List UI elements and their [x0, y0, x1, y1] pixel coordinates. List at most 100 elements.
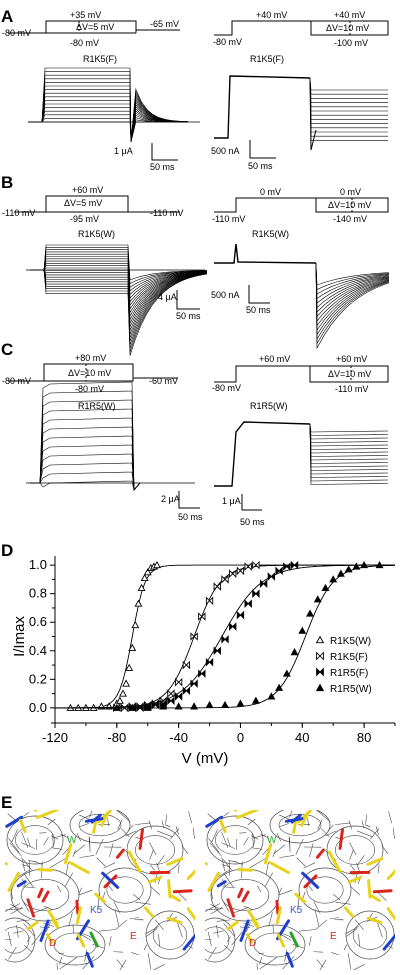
data-point	[198, 612, 206, 621]
panel-c-left-scalebar	[178, 491, 200, 509]
mesh-line	[8, 946, 17, 960]
mesh-contour	[152, 920, 188, 950]
atom-stick	[218, 818, 227, 834]
atom-stick	[138, 828, 144, 850]
mesh-line	[59, 961, 72, 970]
data-point	[221, 575, 229, 584]
x-tick-label: 80	[357, 730, 371, 745]
atom-stick	[5, 861, 8, 866]
mesh-line	[334, 822, 351, 825]
atom-stick	[216, 880, 227, 888]
panel-c-right-traces	[214, 421, 389, 487]
tail-trace	[315, 262, 390, 295]
atom-stick	[26, 898, 36, 918]
y-tick-label: 0.8	[29, 586, 47, 601]
tail-trace	[309, 423, 389, 485]
mesh-line	[259, 956, 263, 965]
legend-entry: R1R5(W)	[330, 684, 372, 695]
mesh-line	[32, 907, 49, 914]
mesh-line	[296, 857, 306, 867]
data-point	[244, 562, 252, 571]
atom-stick	[39, 919, 50, 942]
mesh-line	[193, 827, 195, 840]
mesh-line	[143, 944, 148, 951]
mesh-line	[205, 879, 206, 881]
mesh-line	[165, 814, 168, 824]
panel-b-letter: B	[1, 173, 13, 192]
tail-trace	[315, 262, 390, 313]
data-point	[298, 626, 307, 634]
tail-trace	[309, 77, 388, 91]
residue-label: D	[49, 938, 56, 949]
mesh-line	[222, 901, 230, 912]
data-point	[229, 622, 237, 631]
mesh-line	[309, 936, 312, 946]
mesh-line	[52, 834, 67, 839]
mesh-line	[22, 859, 32, 871]
data-point	[143, 568, 152, 576]
mesh-line	[76, 832, 81, 842]
tail-trace	[127, 272, 208, 325]
mesh-line	[325, 830, 337, 837]
data-point	[236, 610, 245, 620]
mesh-line	[345, 926, 360, 934]
tail-trace	[315, 262, 390, 331]
tail-trace	[315, 262, 390, 322]
mesh-line	[156, 855, 165, 866]
mesh-line	[109, 843, 114, 857]
data-point	[137, 583, 146, 591]
data-point	[190, 632, 198, 641]
mesh-line	[315, 919, 328, 930]
mesh-line	[150, 886, 161, 896]
tail-trace	[309, 423, 389, 443]
mesh-line	[252, 833, 254, 847]
tail-trace	[309, 77, 388, 141]
atom-stick	[5, 815, 24, 828]
mesh-line	[252, 834, 267, 839]
panel-c-right-protocol	[214, 365, 389, 383]
tail-trace	[315, 262, 390, 318]
mesh-line	[149, 864, 155, 871]
atom-stick	[143, 906, 155, 918]
panel-a-left-scale-x: 50 ms	[150, 162, 175, 172]
mesh-line	[5, 908, 24, 911]
panel-a-left-tail: -65 mV	[150, 19, 179, 29]
data-point	[167, 696, 175, 706]
atom-stick	[236, 810, 260, 820]
mesh-line	[56, 963, 58, 970]
atom-stick	[127, 850, 142, 873]
mesh-line	[307, 818, 309, 827]
data-point	[315, 683, 325, 692]
data-point	[190, 679, 198, 688]
panel-b-right-protocol	[214, 197, 389, 213]
legend: R1K5(W)R1K5(F)R1R5(F)R1R5(W)	[315, 635, 372, 695]
mesh-line	[279, 823, 289, 828]
panel-a-left-scale-y: 1 μA	[114, 146, 133, 156]
mesh-line	[232, 907, 249, 914]
mesh-line	[88, 837, 91, 853]
data-point	[252, 589, 260, 598]
mesh-line	[205, 908, 224, 911]
legend-entry: R1K5(W)	[330, 636, 371, 647]
panel-b-left-step: ΔV=5 mV	[64, 198, 102, 208]
mesh-line	[178, 864, 180, 873]
panel-c-right-scalebar	[241, 494, 262, 511]
mesh-line	[231, 932, 243, 946]
panel-a-right-protocol	[214, 20, 389, 36]
panel-b-left-scale-y: 4 μA	[158, 292, 177, 302]
atom-stick	[89, 931, 99, 948]
mesh-line	[272, 924, 275, 934]
mesh-line	[260, 833, 270, 839]
current-trace	[30, 462, 141, 491]
data-point	[128, 643, 137, 651]
panel-c-left-protocol	[8, 363, 178, 382]
mesh-contour	[269, 810, 331, 844]
mesh-line	[320, 828, 330, 838]
mesh-line	[99, 929, 116, 932]
panel-a-right-pre: +40 mV	[256, 10, 287, 20]
tail-trace	[315, 262, 390, 336]
mesh-line	[117, 810, 131, 823]
panel-b-left-title: R1K5(W)	[78, 229, 115, 239]
panel-a-letter: A	[1, 7, 13, 26]
mesh-contour	[135, 835, 175, 865]
